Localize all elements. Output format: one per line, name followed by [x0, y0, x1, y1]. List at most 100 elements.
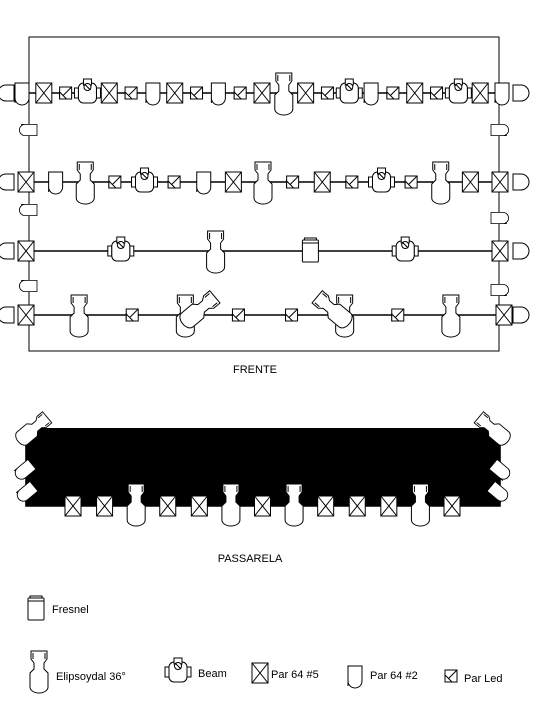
fixture-par64-2 — [14, 82, 30, 106]
stage-area: FRENTE — [0, 36, 530, 376]
legend: Fresnel Elipsoydal 36° Beam Par 64 #5 Pa… — [27, 595, 503, 694]
fixture-par-led — [108, 175, 122, 189]
fixture-par64-5 — [471, 82, 489, 104]
legend-icon-par64-2 — [347, 665, 363, 689]
fixture-par64-2 — [210, 82, 226, 106]
side-fixture-left — [19, 279, 38, 293]
fixture-ellipsoidal — [206, 230, 226, 274]
fixture-par64-2 — [363, 82, 379, 106]
fixture-ellipsoidal — [441, 294, 461, 338]
fixture-par64-5 — [297, 82, 315, 104]
fixture-par64-5 — [348, 495, 366, 517]
bar-end-cap-left — [0, 84, 15, 102]
fixture-par64-5 — [254, 495, 271, 517]
fixture-par64-5 — [380, 495, 398, 517]
fixture-par64-5 — [190, 495, 208, 517]
side-fixture-left — [19, 203, 38, 217]
walkway-area: PASSARELA — [13, 411, 511, 565]
fixture-ellipsoidal-tilted — [179, 290, 221, 329]
fixture-par64-5 — [100, 82, 118, 104]
fixture-par-led — [430, 86, 444, 100]
walkway-corner-fixture — [15, 411, 53, 446]
fixture-par64-5 — [35, 82, 53, 104]
stage-label: FRENTE — [233, 364, 277, 376]
fixture-ellipsoidal — [75, 161, 95, 205]
fixture-par64-5 — [495, 304, 513, 326]
fixture-par-led — [124, 86, 138, 100]
bar-end-cap-right — [512, 242, 530, 260]
fixture-par64-5 — [461, 171, 479, 193]
legend-label-fresnel: Fresnel — [52, 604, 89, 616]
legend-icon-fresnel — [27, 595, 45, 621]
side-fixture-left — [19, 123, 38, 137]
fixture-par64-5 — [166, 82, 184, 104]
bar-end-cap-left — [0, 173, 15, 191]
fixture-par64-5 — [253, 82, 271, 104]
fixture-ellipsoidal — [69, 294, 89, 338]
legend-icon-par64-5 — [251, 662, 269, 684]
legend-label-ellipsoidal: Elipsoydal 36° — [56, 671, 126, 683]
fixture-par-led — [125, 308, 139, 322]
fixture-par-led — [320, 86, 334, 100]
fixture-par64-2 — [196, 171, 212, 195]
fixture-par64-2 — [48, 171, 64, 195]
walkway-corner-fixture — [486, 480, 509, 503]
legend-label-par64-2: Par 64 #2 — [370, 670, 418, 682]
fixture-par64-5 — [491, 240, 509, 262]
legend-label-par64-5: Par 64 #5 — [271, 669, 319, 681]
fixture-par-led — [345, 175, 359, 189]
fixture-beam — [107, 236, 135, 262]
fixture-ellipsoidal — [221, 483, 241, 527]
walkway-corner-fixture — [13, 458, 37, 480]
fixture-ellipsoidal — [274, 72, 294, 116]
fixture-par64-5 — [159, 495, 177, 517]
fixture-beam — [368, 167, 395, 193]
fixture-par-led — [167, 175, 181, 189]
fixture-par-led — [190, 86, 204, 100]
fixture-par-led — [233, 86, 247, 100]
fixture-beam — [444, 78, 472, 104]
fixture-beam — [335, 78, 363, 104]
walkway-bar — [25, 428, 501, 507]
fixture-par-led — [386, 86, 400, 100]
fixture-beam — [391, 236, 419, 262]
fixture-ellipsoidal — [431, 161, 451, 205]
fixture-ellipsoidal-tilted — [311, 290, 353, 329]
legend-label-beam: Beam — [198, 668, 227, 680]
fixture-ellipsoidal — [410, 483, 430, 527]
fixture-ellipsoidal — [284, 483, 304, 527]
fixture-par-led — [404, 175, 418, 189]
fixture-par64-2 — [145, 82, 161, 106]
fixture-par-led — [231, 308, 245, 322]
bar-end-cap-right — [512, 306, 530, 324]
fixture-par64-5 — [491, 171, 509, 193]
legend-label-par-led: Par Led — [464, 673, 503, 685]
fixture-par64-5 — [17, 171, 35, 193]
fixture-beam — [131, 167, 158, 193]
bar-end-cap-right — [512, 173, 530, 191]
fixture-par64-5 — [443, 495, 461, 517]
side-fixture-right — [490, 283, 509, 297]
bar-end-cap-left — [0, 306, 15, 324]
fixture-par64-2 — [494, 82, 510, 106]
fixture-beam — [73, 78, 101, 104]
walkway-corner-fixture — [473, 411, 511, 446]
fixture-par64-5 — [64, 495, 82, 517]
fixture-par-led — [286, 175, 300, 189]
side-fixture-right — [490, 211, 509, 225]
fixture-par64-5 — [224, 171, 242, 193]
fixture-ellipsoidal — [126, 483, 146, 527]
fixture-par64-5 — [317, 495, 335, 517]
bar-end-cap-left — [0, 242, 15, 260]
legend-icon-ellipsoidal — [29, 650, 49, 694]
legend-icon-par-led — [444, 669, 458, 683]
legend-icon-beam — [164, 657, 192, 683]
fixture-ellipsoidal — [253, 161, 273, 205]
fixture-par64-5 — [406, 82, 424, 104]
fixture-par64-5 — [17, 240, 35, 262]
bar-end-cap-right — [512, 84, 530, 102]
fixture-par-led — [391, 308, 405, 322]
walkway-corner-fixture — [15, 480, 39, 502]
fixture-par64-5 — [17, 304, 35, 326]
